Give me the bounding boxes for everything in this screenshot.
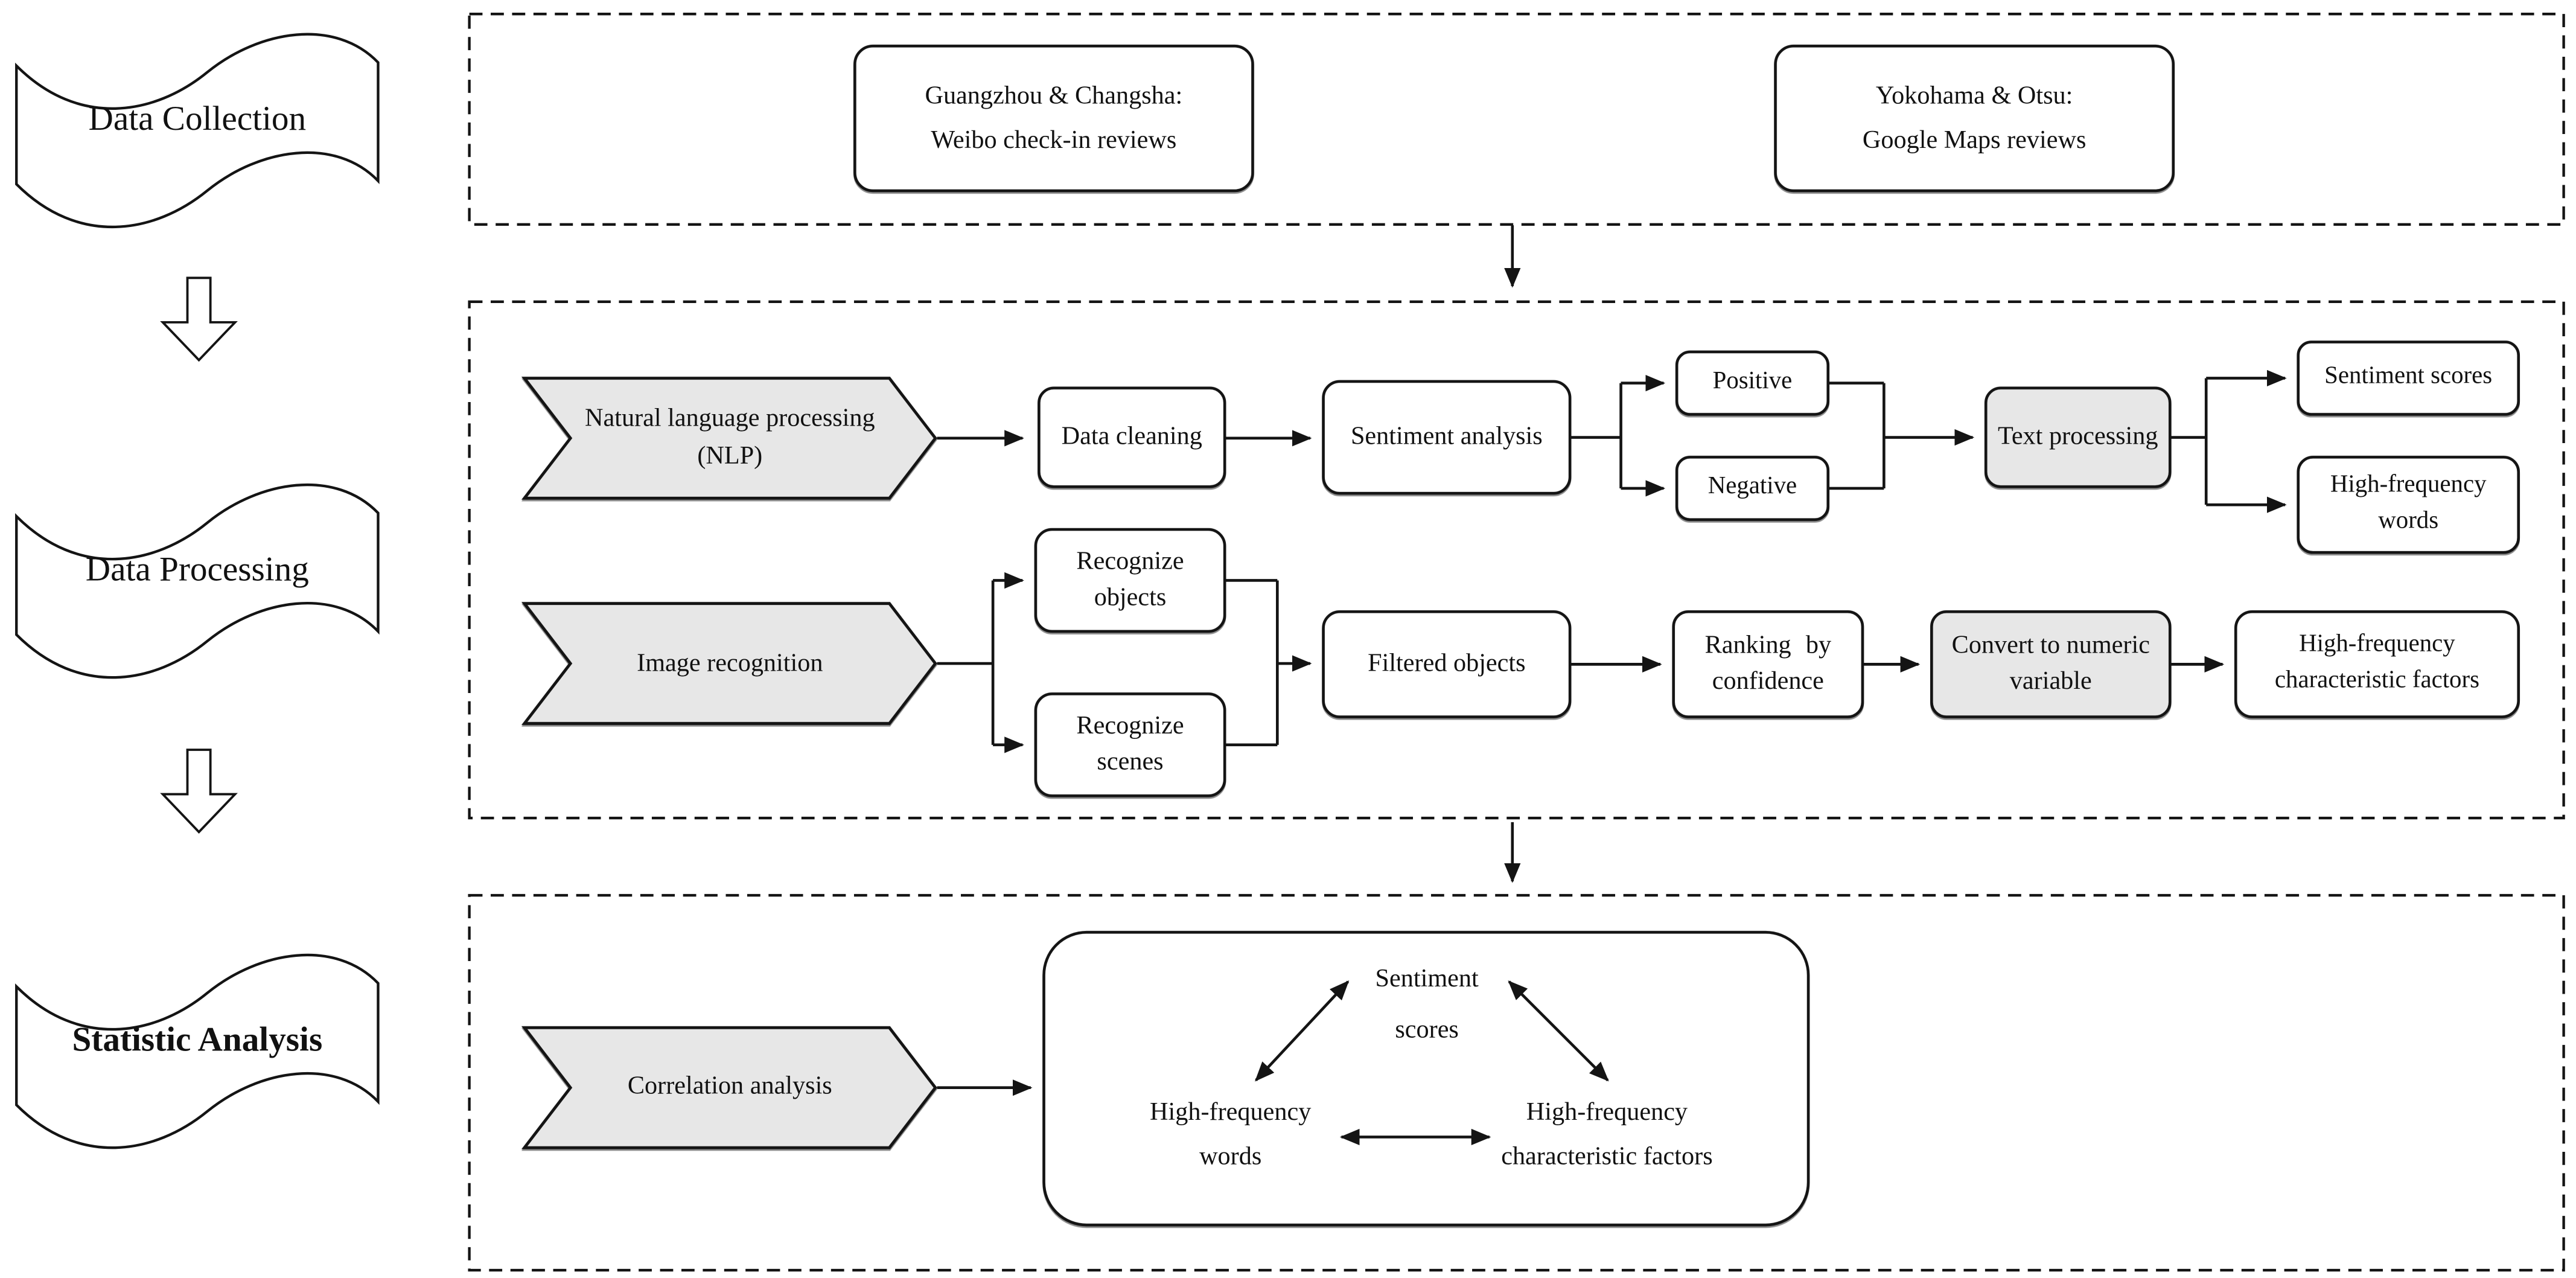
data-collection-wave-shape [15,33,380,229]
filtered-objects-label: Filtered objects [1368,649,1526,677]
phase-label-data-collection: Data Collection [88,98,307,138]
phase-label-data-processing: Data Processing [85,549,309,589]
data-processing-wave-shape [15,483,380,679]
nlp-entry-label: Natural language processing (NLP) [584,404,875,470]
down-block-arrow-2-icon [160,749,238,834]
data-collection-container [468,12,2565,226]
correlation-triangle-box [1042,931,1810,1227]
triangle-high-frequency-words-label: High-frequency words [1150,1098,1312,1171]
high-frequency-factors-box [2234,610,2520,718]
fork-image-branches [937,580,995,745]
sentiment-scores-box [2297,340,2520,416]
triangle-high-frequency-factors-label: High-frequency characteristic factors [1501,1098,1713,1171]
text-processing-label: Text processing [1997,422,2158,450]
image-entry-banner [521,602,937,725]
down-block-arrow-1-icon [160,276,238,362]
high-frequency-words-label: High-frequency words [2330,472,2487,535]
triangle-sentiment-scores-label: Sentiment scores [1375,965,1479,1044]
sentiment-scores-label: Sentiment scores [2324,363,2493,390]
data-cleaning-label: Data cleaning [1061,422,1202,450]
negative-label: Negative [1707,473,1797,500]
weibo-source-label: Guangzhou & Changsha: Weibo check-in rev… [925,81,1183,155]
statistic-analysis-container [468,893,2565,1272]
fork-sentiment-branches [1570,383,1622,488]
high-frequency-factors-label: High-frequency characteristic factors [2274,631,2480,694]
image-entry-label: Image recognition [637,649,823,677]
nlp-entry-banner [521,376,937,500]
sentiment-analysis-label: Sentiment analysis [1350,422,1543,450]
correlation-entry-label: Correlation analysis [627,1072,832,1100]
double-arrow-scores-words [1255,980,1350,1082]
phase-label-statistic-analysis: Statistic Analysis [72,1019,323,1059]
weibo-source-box [853,44,1254,193]
convert-to-numeric-label: Convert to numeric variable [1951,630,2150,696]
recognize-scenes-label: Recognize scenes [1076,711,1184,776]
recognize-objects-label: Recognize objects [1076,546,1184,612]
statistic-analysis-wave-shape [15,953,380,1149]
high-frequency-words-box [2297,455,2520,554]
merge-positive-negative [1828,382,1886,490]
google-source-box [1774,44,2175,193]
positive-label: Positive [1712,368,1793,395]
merge-objects-scenes [1225,579,1279,747]
correlation-entry-banner [521,1026,937,1149]
double-arrow-scores-factors [1508,980,1609,1082]
google-source-label: Yokohama & Otsu: Google Maps reviews [1862,81,2087,155]
fork-text-processing-outputs [2170,378,2208,505]
ranking-by-confidence-label: Ranking by confidence [1704,630,1832,696]
data-processing-container [468,300,2565,820]
